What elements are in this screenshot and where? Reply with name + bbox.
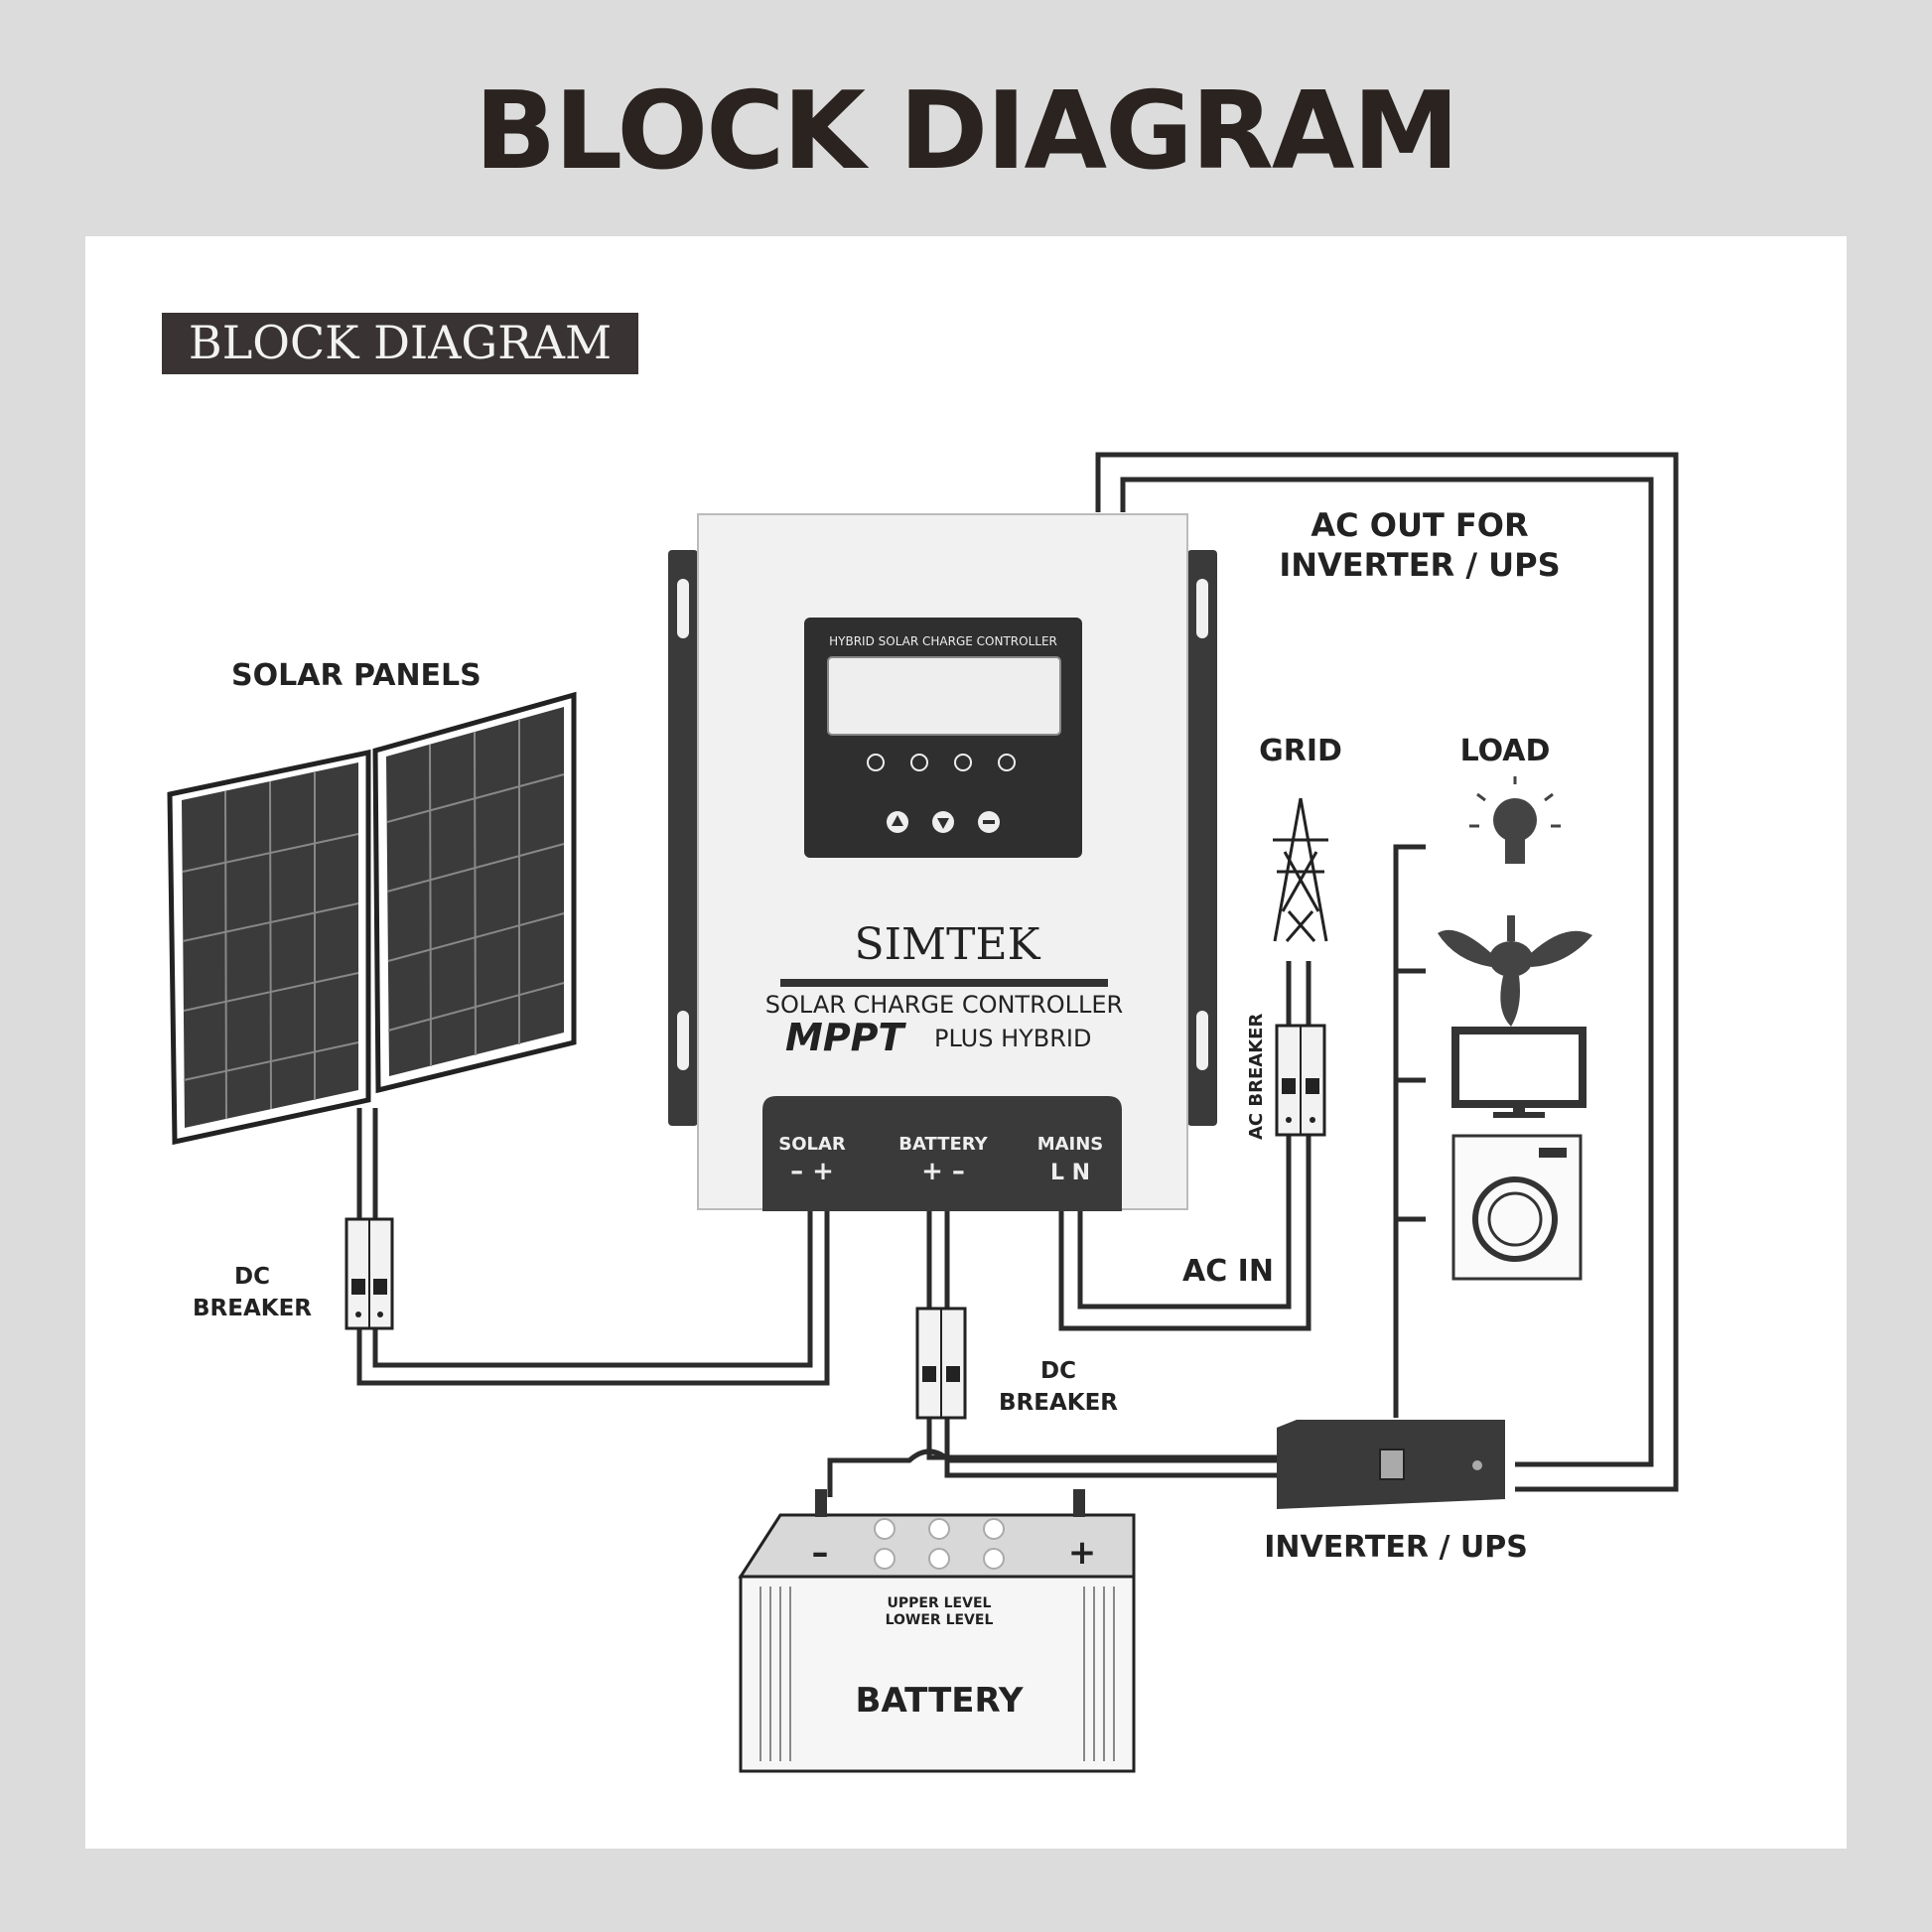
lcd-screen (827, 656, 1061, 736)
model-suffix: PLUS HYBRID (934, 1025, 1091, 1052)
solar-panel-right (372, 691, 577, 1094)
dc-breaker-left (345, 1217, 394, 1330)
ac-breaker-label: AC BREAKER (1246, 1014, 1267, 1140)
inverter-ups (1277, 1420, 1505, 1509)
battery-negative: – (812, 1533, 829, 1573)
indicator-led (867, 754, 885, 771)
terminal-mains-label: MAINS (1037, 1134, 1104, 1155)
dc-breaker-left-line1: DC (234, 1264, 270, 1290)
page-title: BLOCK DIAGRAM (475, 69, 1459, 194)
block-diagram: BLOCK DIAGRAM SOLAR PANELS (162, 313, 1679, 1773)
terminal-mains-polarity: L N (1050, 1161, 1090, 1185)
tv-icon (1451, 1027, 1587, 1118)
lower-level-label: LOWER LEVEL (886, 1612, 994, 1628)
battery-positive: + (1068, 1533, 1097, 1573)
bulb-icon (1469, 776, 1561, 864)
inner-title: BLOCK DIAGRAM (189, 316, 612, 369)
dc-breaker-left-line2: BREAKER (193, 1296, 312, 1321)
terminal-solar-polarity: – + (790, 1157, 834, 1186)
ac-breaker (1275, 1024, 1326, 1137)
minus-icon (983, 820, 995, 824)
indicator-led (998, 754, 1016, 771)
battery: – + UPPER LEVEL LOWER LEVEL BATTERY (738, 1489, 1136, 1773)
solar-panels-label: SOLAR PANELS (231, 658, 482, 693)
inner-title-banner: BLOCK DIAGRAM (162, 313, 638, 374)
washing-machine-icon (1451, 1134, 1583, 1281)
dc-breaker-bottom-line2: BREAKER (999, 1390, 1118, 1416)
diagram-panel: BLOCK DIAGRAM SOLAR PANELS (85, 236, 1847, 1849)
model-mark: MPPT (785, 1016, 907, 1059)
indicator-led (954, 754, 972, 771)
product-line: SOLAR CHARGE CONTROLLER (765, 991, 1123, 1019)
fan-icon (1438, 915, 1592, 1027)
solar-panel-left (167, 749, 371, 1146)
transmission-tower-icon (1273, 797, 1328, 942)
upper-level-label: UPPER LEVEL (888, 1595, 992, 1611)
dc-breaker-bottom (915, 1307, 967, 1420)
up-arrow-icon (892, 815, 903, 826)
battery-label: BATTERY (856, 1681, 1024, 1721)
inverter-label: INVERTER / UPS (1264, 1530, 1528, 1565)
dc-breaker-bottom-line1: DC (1040, 1358, 1076, 1384)
ac-out-label-line1: AC OUT FOR (1311, 506, 1528, 544)
ac-in-label: AC IN (1182, 1254, 1274, 1289)
terminal-battery-label: BATTERY (898, 1134, 988, 1155)
grid-label: GRID (1259, 734, 1342, 768)
load-label: LOAD (1460, 734, 1551, 768)
terminal-solar-label: SOLAR (778, 1134, 846, 1155)
lcd-caption: HYBRID SOLAR CHARGE CONTROLLER (829, 634, 1057, 648)
ac-out-label-line2: INVERTER / UPS (1279, 546, 1560, 584)
indicator-led (910, 754, 928, 771)
terminal-battery-polarity: + – (921, 1157, 965, 1186)
down-arrow-icon (937, 818, 949, 829)
charge-controller: HYBRID SOLAR CHARGE CONTROLLER SIMTEK SO… (668, 513, 1217, 1211)
brand-name: SIMTEK (855, 919, 1041, 970)
